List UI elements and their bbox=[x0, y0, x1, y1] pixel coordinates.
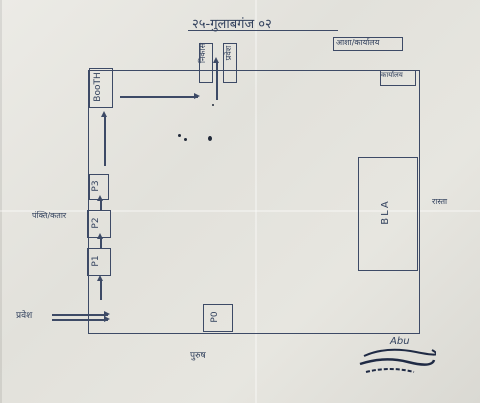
ink-mark bbox=[212, 104, 214, 106]
office-label-box bbox=[333, 37, 403, 51]
office-label: आशा/कार्यालय bbox=[336, 38, 380, 47]
paper-fold-horizontal bbox=[0, 210, 480, 212]
queue-arrow-4 bbox=[101, 111, 107, 166]
entry-arrow-1 bbox=[52, 311, 110, 317]
exit-box bbox=[199, 43, 213, 83]
road-label: रास्ता bbox=[432, 197, 448, 206]
booth-box bbox=[89, 68, 113, 108]
corner-office-box bbox=[380, 70, 416, 86]
entry-label: प्रवेश bbox=[16, 311, 33, 321]
ink-mark bbox=[208, 136, 212, 141]
bottom-note: पुरुष bbox=[190, 351, 206, 361]
gate-arrow-up bbox=[213, 57, 219, 100]
booth-to-exit-arrow bbox=[120, 93, 200, 99]
entrance-box bbox=[223, 43, 237, 83]
booth-label: BooTH bbox=[93, 72, 103, 102]
ink-mark bbox=[178, 134, 181, 137]
room-outline bbox=[88, 70, 420, 334]
queue-arrow-3 bbox=[97, 195, 103, 210]
signature-text: Abu bbox=[390, 336, 410, 347]
corner-office-label: कार्यालय bbox=[381, 71, 403, 79]
queue-side-label: पंक्ति/कतार bbox=[32, 211, 67, 220]
paper-edge bbox=[0, 0, 2, 403]
queue-arrow-1 bbox=[97, 275, 103, 300]
signature bbox=[359, 348, 436, 373]
title-underline bbox=[188, 30, 338, 31]
p1-label: P1 bbox=[91, 255, 101, 267]
entry-arrow-2 bbox=[52, 316, 110, 322]
paper-fold-vertical bbox=[255, 0, 257, 403]
p0-box bbox=[203, 304, 233, 332]
ink-mark bbox=[184, 138, 187, 141]
bla-box bbox=[358, 157, 418, 271]
queue-arrow-2 bbox=[97, 233, 103, 248]
bla-label: BLA bbox=[380, 199, 391, 225]
p0-label: P0 bbox=[210, 311, 220, 323]
map-title: २५-गुलाबगंज ०२ bbox=[192, 17, 272, 32]
